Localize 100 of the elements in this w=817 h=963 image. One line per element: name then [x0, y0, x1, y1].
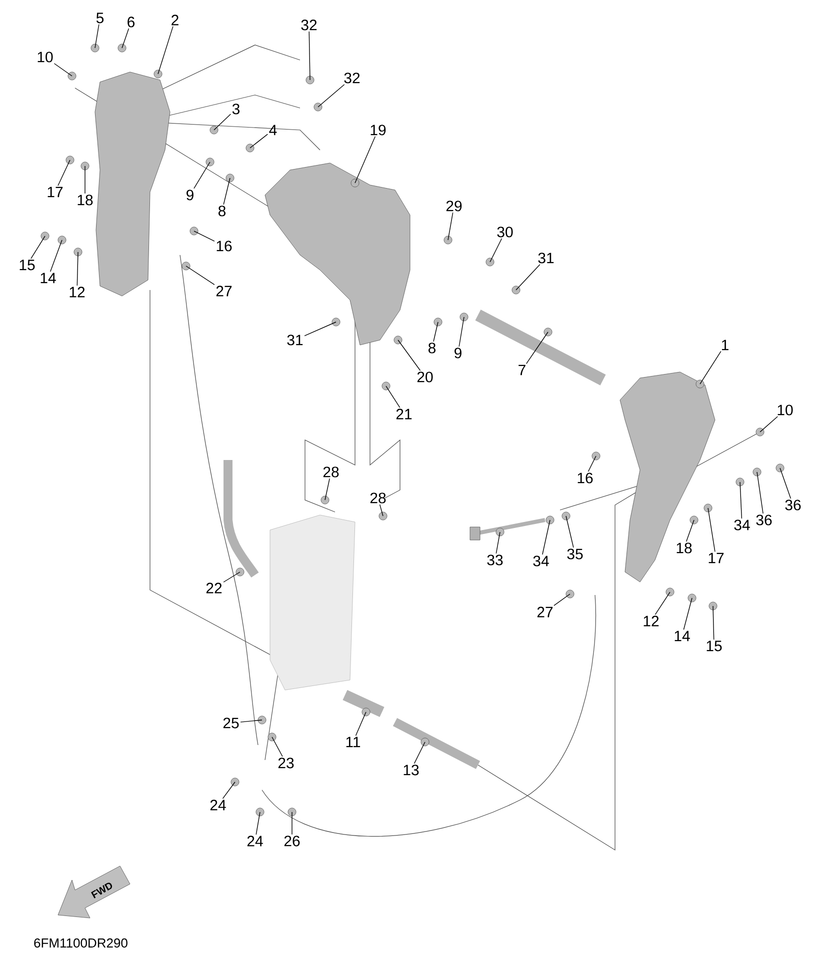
leader-line: [54, 63, 72, 76]
callout-number: 10: [778, 404, 793, 416]
leader-line: [304, 322, 336, 336]
leader-line: [712, 606, 714, 640]
callout-number: 14: [40, 272, 56, 284]
callout-number: 2: [172, 14, 178, 26]
callout-number: 31: [287, 334, 303, 346]
leader-line: [76, 252, 78, 286]
leader-line: [740, 482, 742, 519]
leader-line: [526, 332, 548, 364]
callout-number: 22: [206, 582, 222, 594]
callout-number: 8: [218, 206, 226, 216]
callout-number: 21: [396, 408, 412, 420]
callout-number: 15: [20, 260, 35, 270]
leader-line: [700, 351, 722, 384]
callout-number: 12: [70, 286, 85, 298]
direction-label: FWD: [91, 882, 112, 898]
callout-number: 17: [48, 186, 63, 198]
leader-line: [490, 238, 502, 262]
leader-line: [496, 532, 500, 554]
callout-number: 9: [454, 348, 462, 358]
callout-number: 26: [284, 836, 300, 846]
callout-number: 19: [370, 124, 386, 136]
leader-line: [760, 416, 778, 432]
leader-line: [223, 572, 240, 582]
callout-number: 34: [734, 520, 750, 530]
callout-number: 16: [216, 240, 232, 252]
callout-number: 13: [404, 764, 419, 776]
leader-line: [458, 316, 464, 347]
leader-line: [686, 520, 694, 542]
callout-number: 24: [210, 800, 226, 810]
callout-number: 1: [722, 340, 728, 350]
callout-number: 4: [269, 124, 277, 136]
callout-number: 14: [674, 630, 690, 642]
leader-line: [308, 31, 310, 80]
callout-number: 9: [186, 190, 194, 200]
leader-line: [542, 520, 550, 555]
leader-line: [683, 598, 692, 630]
callout-number: 25: [223, 718, 239, 728]
callout-number: 16: [578, 472, 593, 484]
leader-line: [386, 386, 400, 408]
leader-line: [194, 230, 215, 242]
callout-number: 5: [96, 12, 104, 24]
callout-number: 27: [216, 286, 232, 296]
leader-line: [222, 782, 236, 799]
leader-line: [324, 478, 330, 500]
callout-number: 28: [323, 466, 339, 478]
leader-line: [84, 166, 86, 194]
leader-line: [94, 24, 100, 48]
callout-number: 10: [38, 52, 53, 62]
callout-number: 6: [128, 16, 135, 28]
leader-line: [708, 508, 716, 552]
leader-line: [448, 212, 454, 240]
callout-number: 7: [518, 364, 526, 376]
leader-line: [654, 592, 670, 615]
callout-number: 35: [567, 548, 583, 560]
callout-number: 27: [537, 606, 553, 618]
leader-line: [30, 236, 46, 259]
leader-line: [256, 812, 260, 835]
callout-number: 29: [446, 200, 462, 212]
callout-number: 33: [487, 554, 503, 566]
callout-number: 18: [78, 194, 93, 206]
leader-line: [398, 340, 421, 371]
callout-number: 23: [278, 758, 294, 768]
leader-line: [354, 136, 376, 184]
leader-line: [554, 594, 570, 606]
leader-line: [186, 266, 215, 286]
leader-line: [355, 712, 366, 736]
leader-line: [272, 736, 283, 757]
leader-line: [58, 160, 70, 186]
callout-number: 24: [247, 836, 263, 846]
leader-line: [158, 26, 174, 74]
callout-number: 34: [533, 556, 549, 566]
callout-number: 3: [232, 104, 240, 114]
callout-number: 36: [785, 500, 801, 510]
callout-number: 11: [346, 736, 360, 748]
callout-number: 12: [644, 616, 659, 626]
callout-number: 8: [428, 342, 436, 354]
leader-line: [433, 322, 438, 342]
part-code: 6FM1100DR290: [34, 938, 128, 948]
leader-line: [240, 720, 262, 722]
callout-number: 15: [706, 640, 722, 652]
leader-line: [414, 742, 426, 764]
leader-line: [379, 504, 384, 516]
leader-line: [194, 162, 210, 189]
leader-line: [318, 84, 345, 108]
leader-line: [250, 134, 268, 148]
callout-number: 36: [756, 514, 772, 526]
callout-number: 32: [301, 20, 317, 30]
leader-line: [50, 240, 62, 272]
callout-number: 31: [538, 252, 554, 264]
callout-number: 28: [370, 492, 386, 504]
leader-line: [756, 472, 764, 514]
callout-number: 17: [708, 552, 724, 564]
callout-number: 18: [676, 542, 692, 554]
leader-line: [780, 468, 792, 499]
leader-line: [516, 264, 540, 290]
leader-line: [588, 456, 596, 472]
callout-number: 30: [497, 226, 513, 238]
leader-line: [566, 516, 574, 548]
